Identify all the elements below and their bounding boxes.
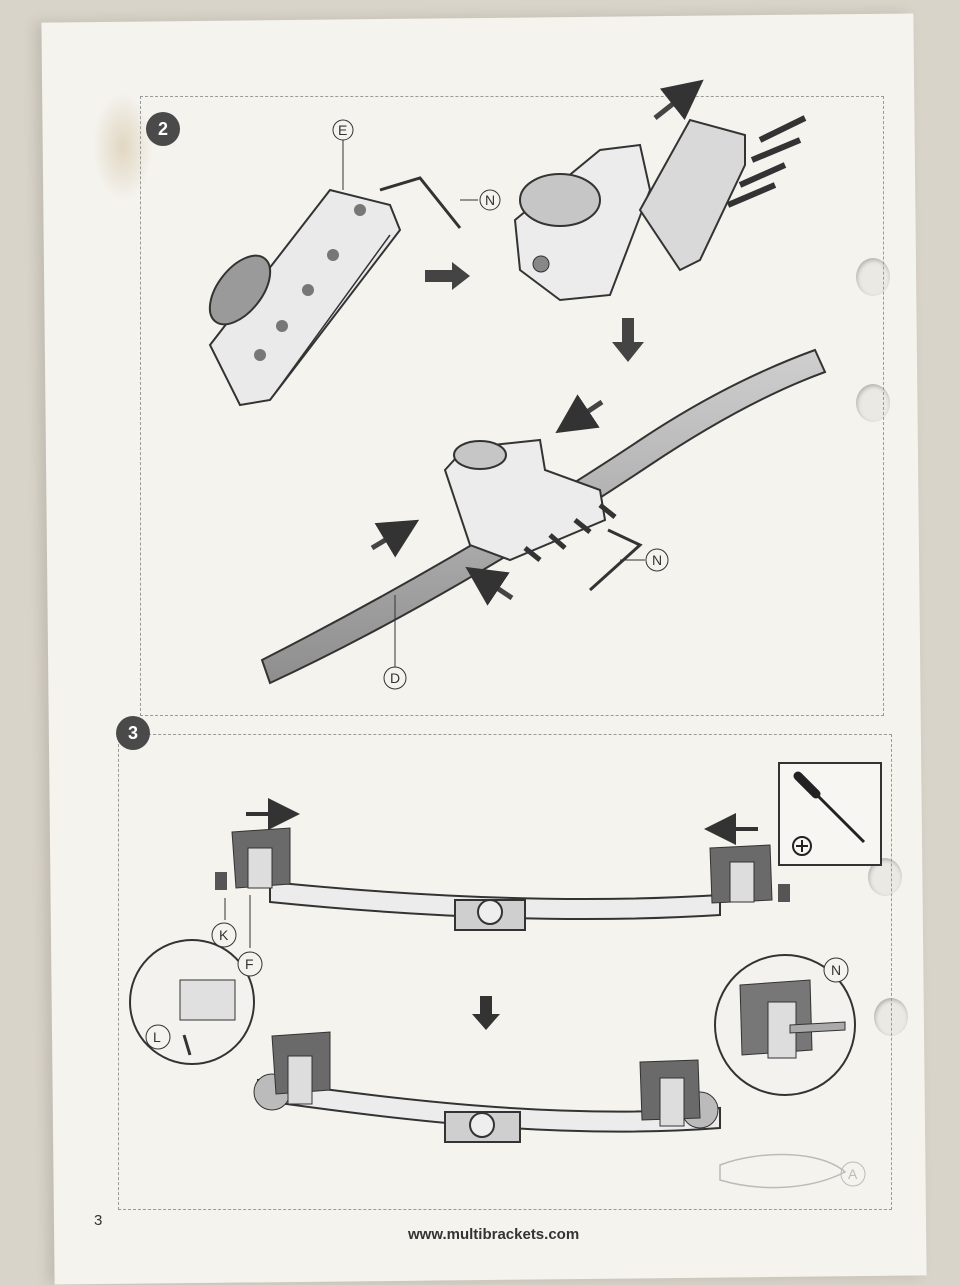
arrow-icon xyxy=(555,394,604,434)
arrow-icon xyxy=(425,262,470,290)
clamp-on-bar xyxy=(443,438,617,562)
step-2-panel xyxy=(140,96,884,716)
punch-hole xyxy=(856,384,890,422)
clamp-with-plate xyxy=(513,115,807,302)
tool-required-box xyxy=(778,762,882,866)
vesa-plate-right xyxy=(709,844,790,904)
center-clamp xyxy=(454,899,526,931)
footer-url: www.multibrackets.com xyxy=(408,1226,580,1243)
arrow-icon xyxy=(465,566,514,606)
part-label-e: E xyxy=(338,122,347,138)
allen-key xyxy=(379,176,462,229)
arrow-icon xyxy=(370,519,420,558)
page-number: 3 xyxy=(94,1212,103,1229)
part-label-k: K xyxy=(219,927,229,943)
part-label-n-2: N xyxy=(652,552,662,568)
part-label-l: L xyxy=(153,1029,161,1045)
step-3-panel xyxy=(118,734,892,1210)
ghost-part-a xyxy=(719,1153,847,1189)
part-label-n: N xyxy=(485,192,495,208)
step-2-badge: 2 xyxy=(146,112,180,146)
phillips-plus-icon xyxy=(792,836,812,856)
part-label-n-3: N xyxy=(831,962,841,978)
arrow-icon xyxy=(472,996,500,1030)
clamp-part-e xyxy=(208,188,402,407)
allen-key xyxy=(588,528,643,592)
screwdriver-icon xyxy=(793,771,866,844)
part-label-a: A xyxy=(848,1166,858,1182)
part-label-f: F xyxy=(245,956,254,972)
arrow-icon xyxy=(653,79,704,121)
punch-hole xyxy=(856,258,890,296)
part-label-d: D xyxy=(390,670,400,686)
step-3-badge: 3 xyxy=(116,716,150,750)
arrow-icon xyxy=(612,318,644,362)
vesa-plate-left xyxy=(215,827,291,890)
crossbar-assembled xyxy=(257,1078,721,1133)
